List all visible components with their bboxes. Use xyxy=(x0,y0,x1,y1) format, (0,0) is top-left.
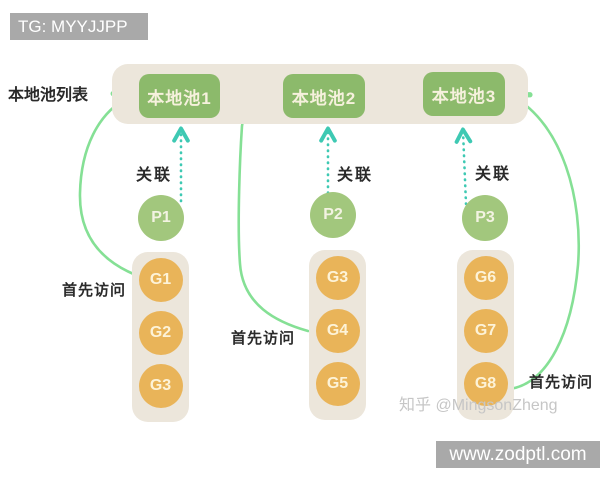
processor-p2-label: P2 xyxy=(323,206,343,223)
local-pool-1-label: 本地池1 xyxy=(147,88,212,108)
goroutine-g2-label: G2 xyxy=(149,324,172,341)
goroutine-g6-circle: G6 xyxy=(463,256,508,300)
assoc-label-1: 关联 xyxy=(136,167,173,184)
local-pool-1-box: 本地池1 xyxy=(139,74,220,118)
goroutine-g6-label: G6 xyxy=(474,269,497,286)
assoc-label-2: 关联 xyxy=(337,167,374,184)
goroutine-g3-label: G3 xyxy=(149,377,172,394)
tg-watermark-text: TG: MYYJJPP xyxy=(18,16,128,36)
goroutine-g3b-circle: G3 xyxy=(315,256,360,300)
goroutine-g1-circle: G1 xyxy=(138,258,183,302)
goroutine-stack-1: G1 G2 G3 xyxy=(132,252,189,422)
access-curve-g4-pool2 xyxy=(237,87,310,333)
local-pool-2-box: 本地池2 xyxy=(283,74,365,118)
processor-p2-circle: P2 xyxy=(310,192,356,238)
goroutine-stack-2: G3 G4 G5 xyxy=(309,250,366,420)
first-access-label-2: 首先访问 xyxy=(231,330,296,347)
goroutine-stack-3: G6 G7 G8 xyxy=(457,250,514,420)
goroutine-g8-circle: G8 xyxy=(463,362,508,406)
processor-p1-circle: P1 xyxy=(138,195,184,241)
site-watermark-banner: www.zodptl.com xyxy=(436,441,600,468)
assoc-label-3: 关联 xyxy=(475,166,512,183)
processor-p3-circle: P3 xyxy=(462,195,508,241)
local-pool-3-label: 本地池3 xyxy=(431,86,497,106)
goroutine-g4-circle: G4 xyxy=(315,309,360,353)
local-pool-2-label: 本地池2 xyxy=(291,88,357,108)
access-curve-g8-pool3 xyxy=(507,92,580,391)
goroutine-g5-label: G5 xyxy=(326,375,349,392)
goroutine-g7-circle: G7 xyxy=(463,309,508,353)
tg-watermark-banner: TG: MYYJJPP xyxy=(10,13,148,40)
local-pool-3-box: 本地池3 xyxy=(423,72,505,116)
goroutine-g5-circle: G5 xyxy=(315,362,360,406)
assoc-line-p3-pool3 xyxy=(454,127,473,206)
goroutine-g1-label: G1 xyxy=(149,271,172,288)
processor-p1-label: P1 xyxy=(151,209,171,226)
goroutine-g8-label: G8 xyxy=(474,375,497,392)
first-access-label-1: 首先访问 xyxy=(62,282,127,299)
first-access-label-3: 首先访问 xyxy=(529,374,594,391)
goroutine-g7-label: G7 xyxy=(474,322,497,339)
credit-watermark: 知乎 @MingsonZheng xyxy=(399,397,558,414)
goroutine-g3-circle: G3 xyxy=(138,364,183,408)
processor-p3-label: P3 xyxy=(475,209,495,226)
goroutine-g3b-label: G3 xyxy=(326,269,349,286)
site-watermark-text: www.zodptl.com xyxy=(449,443,587,465)
goroutine-g2-circle: G2 xyxy=(138,311,183,355)
pool-list-label: 本地池列表 xyxy=(8,87,89,104)
goroutine-g4-label: G4 xyxy=(326,322,349,339)
